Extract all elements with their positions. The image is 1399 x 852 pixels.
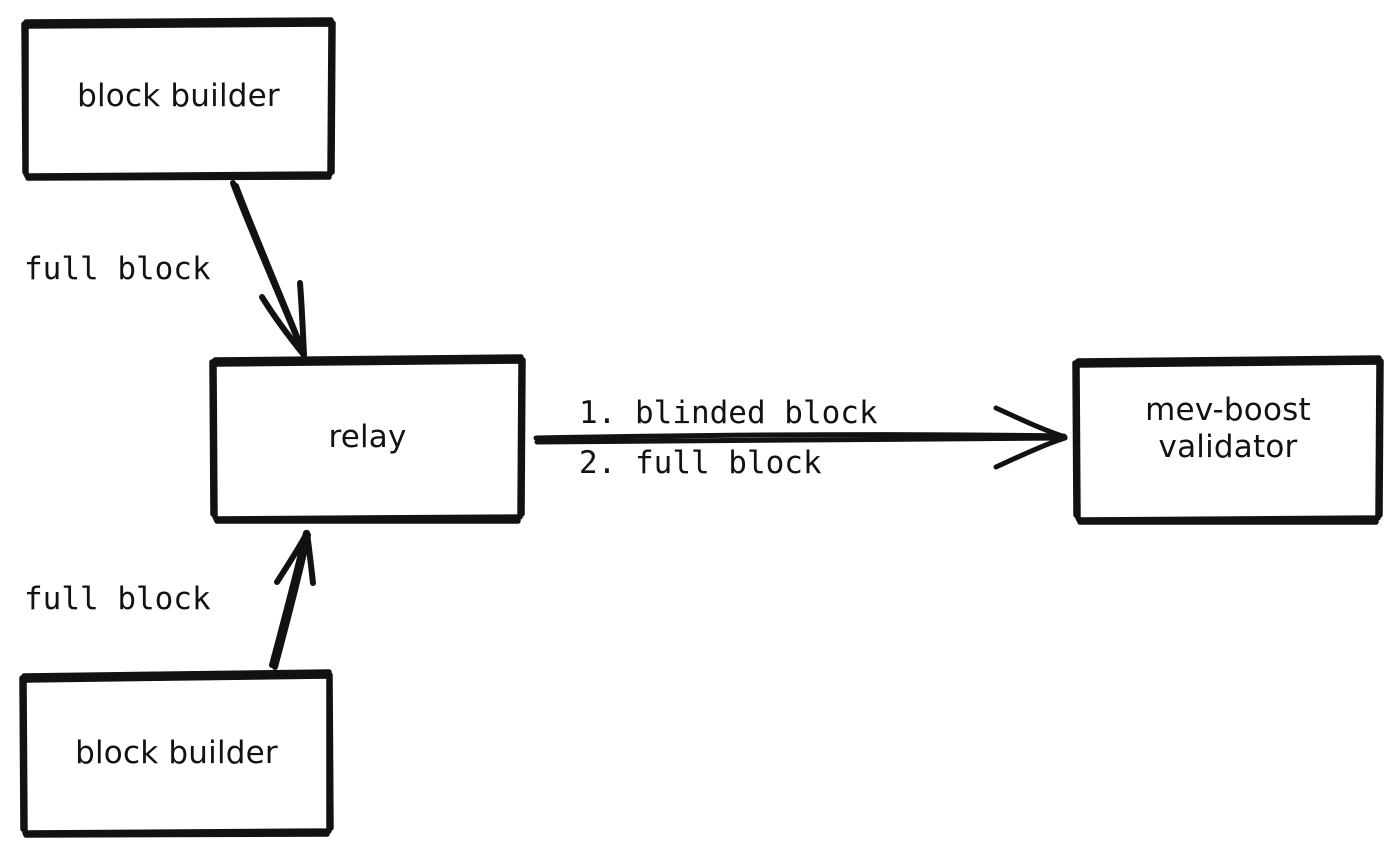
edge-label-top-full-block: full block: [24, 251, 211, 287]
node-label-block-builder-top: block builder: [77, 78, 280, 114]
edge-label-bottom-full-block: full block: [24, 581, 211, 617]
node-label-block-builder-bottom: block builder: [75, 735, 278, 771]
edge-label-blinded-block: 1. blinded block: [579, 395, 878, 431]
node-block-builder-bottom-shape[interactable]: [19, 669, 334, 838]
edge-label-full-block-right: 2. full block: [579, 445, 822, 481]
node-label-mev-boost-validator-line1: mev-boost: [1145, 392, 1311, 428]
node-label-relay: relay: [328, 419, 407, 455]
edge-top-builder-to-relay-arrow[interactable]: [230, 180, 307, 358]
edge-relay-to-validator-arrow[interactable]: [533, 405, 1068, 470]
node-block-builder-top-shape[interactable]: [21, 17, 336, 181]
node-relay-shape[interactable]: [209, 354, 526, 524]
node-mev-boost-validator-shape[interactable]: [1072, 355, 1384, 525]
edge-bottom-builder-to-relay-arrow[interactable]: [269, 530, 316, 670]
node-label-mev-boost-validator-line2: validator: [1158, 429, 1298, 465]
